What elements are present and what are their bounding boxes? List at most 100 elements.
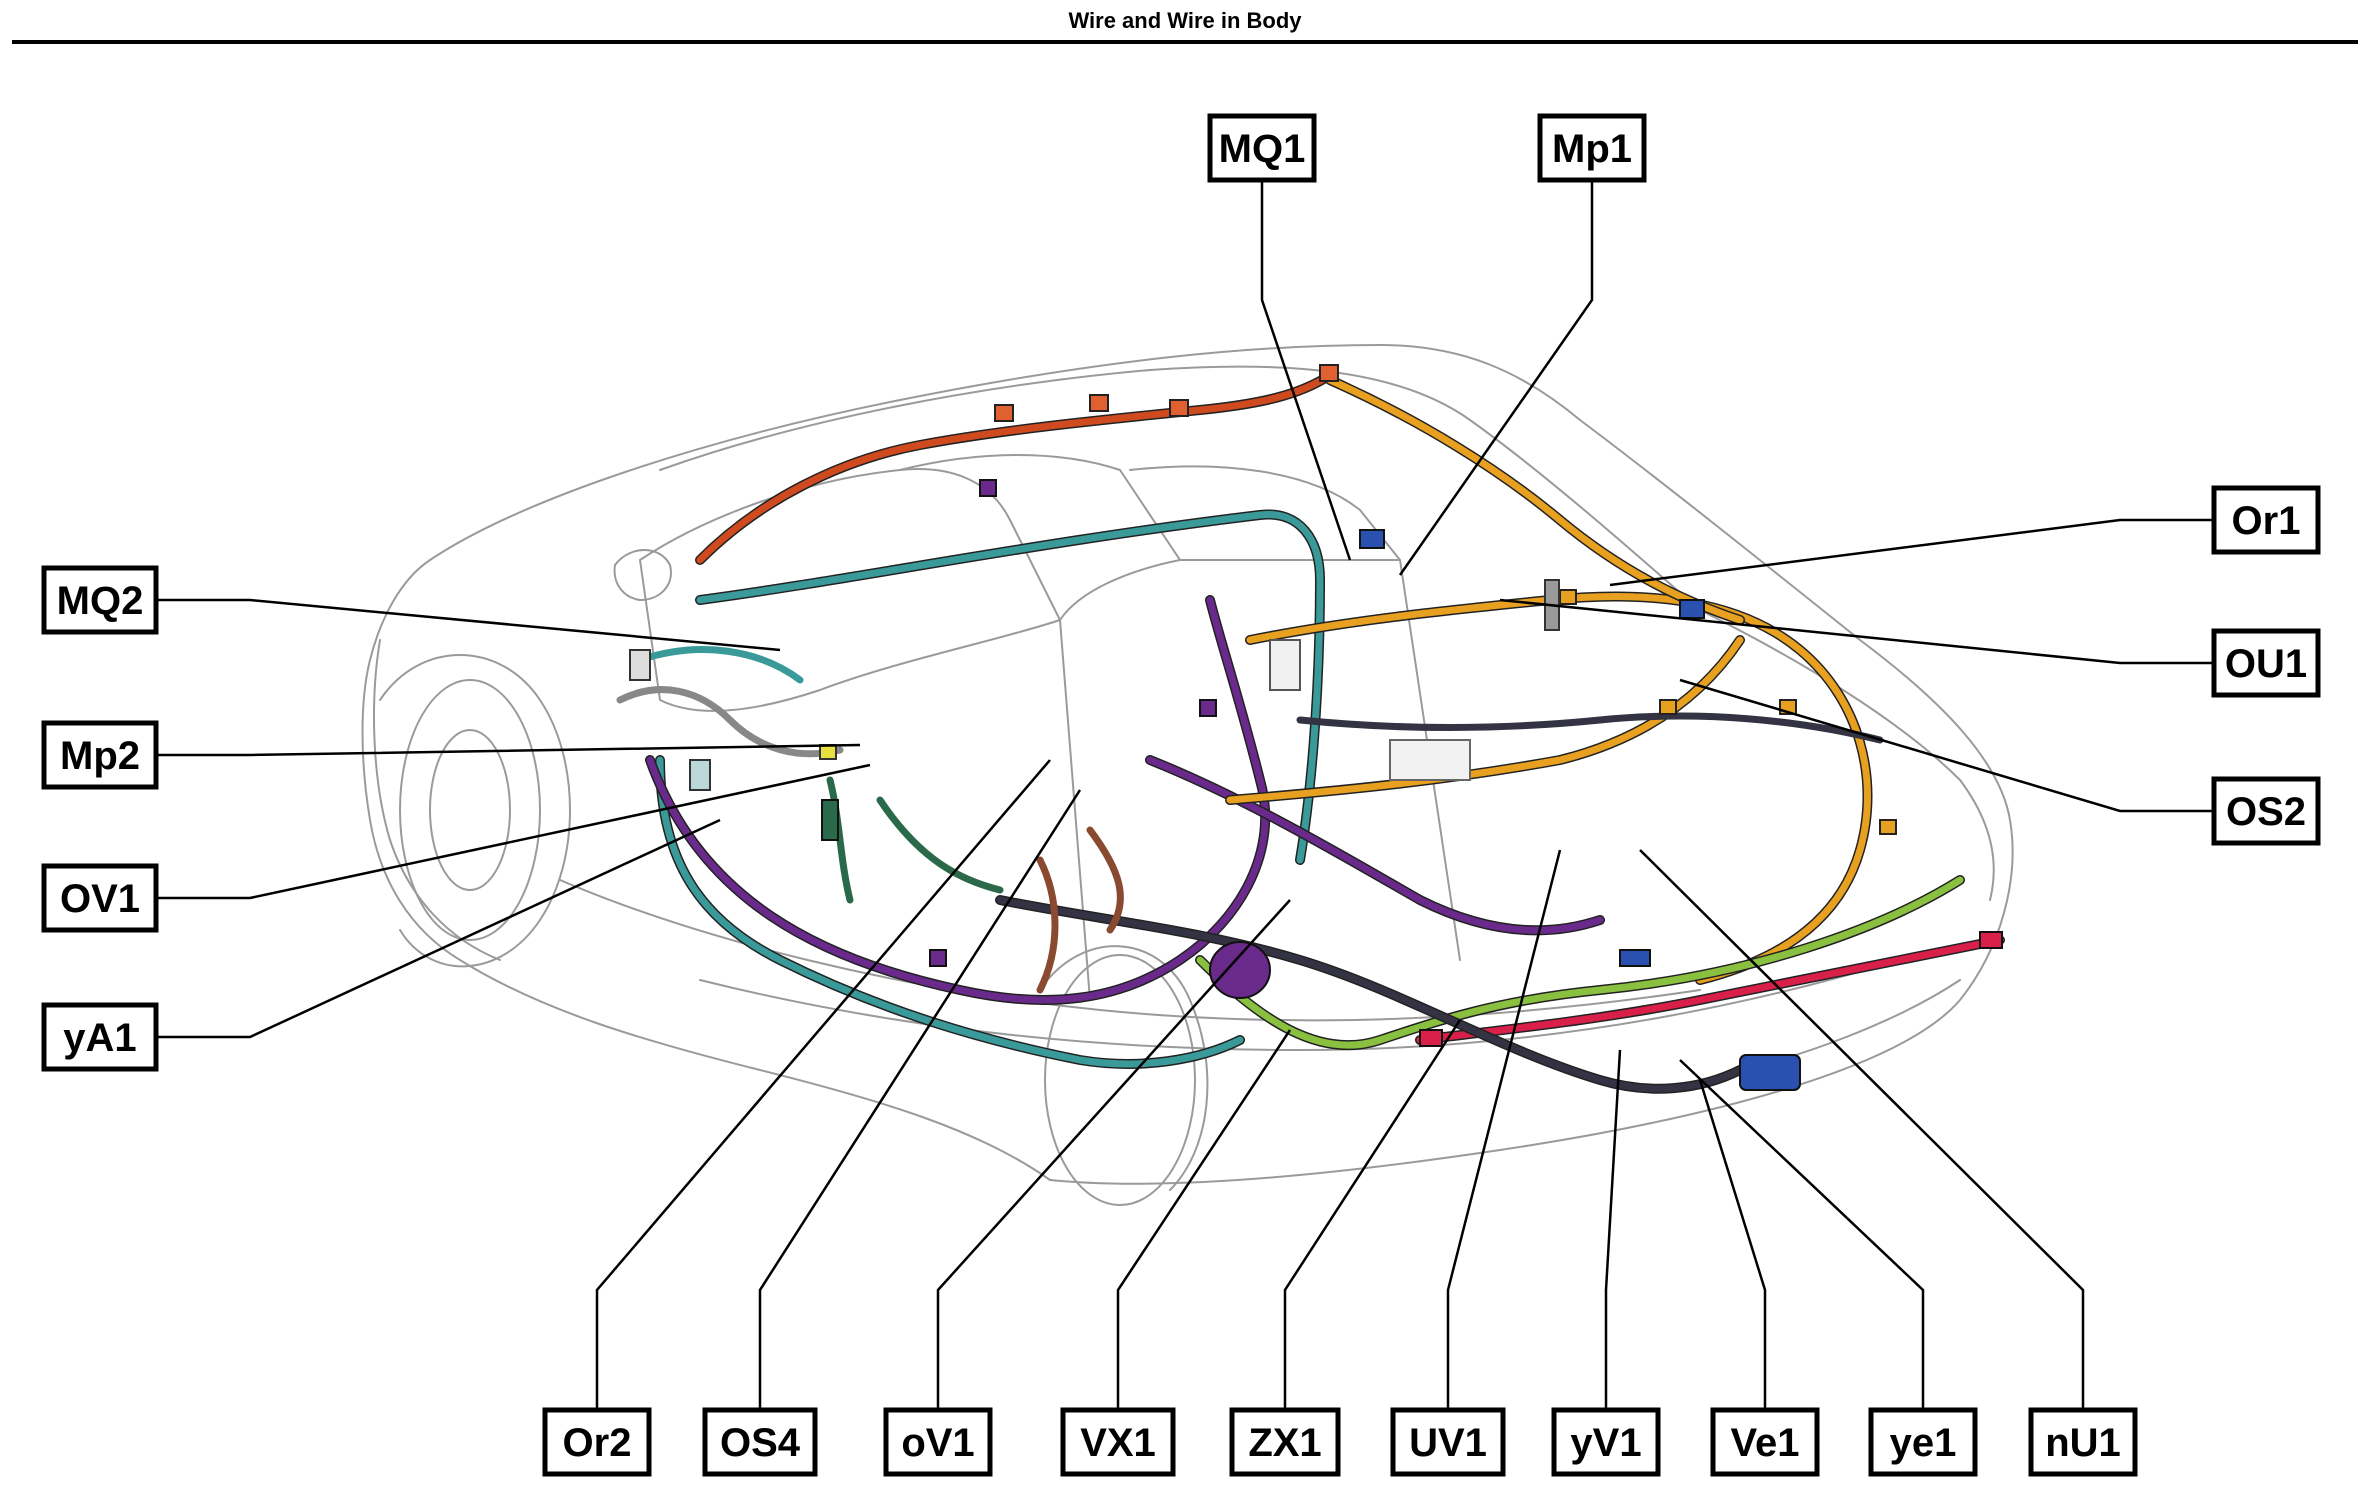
callout-label-Mp2: Mp2 (60, 734, 140, 778)
red-harness (1416, 936, 2004, 1044)
callout-yA1[interactable]: yA1 (41, 1002, 159, 1072)
front-wheel (399, 679, 541, 941)
callout-ye1[interactable]: ye1 (1868, 1407, 1978, 1477)
roof-connector-4 (1319, 364, 1339, 382)
leader-ye1 (1679, 1059, 1925, 1410)
trunk-outline (1699, 609, 1995, 901)
side-window-rear (1129, 465, 1401, 562)
callout-box-OS4 (702, 1407, 818, 1477)
car-front-outline (361, 559, 1051, 1181)
blue-connector-2 (1679, 599, 1705, 619)
callout-box-oV1 (883, 1407, 993, 1477)
callout-label-yA1: yA1 (63, 1016, 136, 1060)
red-connector-1 (1419, 1029, 1443, 1047)
page-title: Wire and Wire in Body (1068, 8, 1302, 33)
leader-yA1 (156, 818, 721, 1039)
callout-Or2[interactable]: Or2 (542, 1407, 652, 1477)
brown-harness (1036, 826, 1124, 994)
callout-Mp2[interactable]: Mp2 (41, 720, 159, 790)
dark-harness (996, 896, 1744, 1093)
callout-box-yA1 (41, 1002, 159, 1072)
callout-box-ye1 (1868, 1407, 1978, 1477)
callout-box-Mp2 (41, 720, 159, 790)
callout-box-MQ2 (41, 565, 159, 635)
callout-label-VX1: VX1 (1080, 1421, 1156, 1465)
callout-label-MQ2: MQ2 (57, 579, 144, 623)
leader-OS4 (758, 789, 1082, 1410)
callout-label-Or1: Or1 (2232, 499, 2301, 543)
callout-label-ZX1: ZX1 (1248, 1421, 1321, 1465)
callout-box-OV1 (41, 863, 159, 933)
callout-box-UV1 (1390, 1407, 1506, 1477)
callout-box-Ve1 (1710, 1407, 1820, 1477)
callout-box-ZX1 (1229, 1407, 1341, 1477)
orange-roof-harness (1326, 376, 1744, 624)
callout-MQ2[interactable]: MQ2 (41, 565, 159, 635)
callout-box-Or2 (542, 1407, 652, 1477)
car-roof-line (429, 344, 2014, 1185)
callout-Or1[interactable]: Or1 (2211, 485, 2321, 555)
leader-oV1 (936, 899, 1291, 1410)
roof-harness (696, 371, 1334, 564)
leader-Mp1 (1398, 180, 1594, 576)
leader-OV1 (156, 763, 871, 900)
callout-yV1[interactable]: yV1 (1551, 1407, 1661, 1477)
leader-MQ1 (1260, 180, 1352, 561)
callout-OV1[interactable]: OV1 (41, 863, 159, 933)
purple-connector-3 (929, 949, 947, 967)
callout-label-Or2: Or2 (563, 1421, 632, 1465)
floor-line (559, 879, 1701, 1022)
leader-ZX1 (1283, 1019, 1462, 1410)
callout-OS4[interactable]: OS4 (702, 1407, 818, 1477)
callout-label-Ve1: Ve1 (1731, 1421, 1800, 1465)
callout-VX1[interactable]: VX1 (1060, 1407, 1176, 1477)
front-connector-1 (629, 649, 651, 681)
teal-floor-harness (656, 756, 1244, 1068)
callout-ZX1[interactable]: ZX1 (1229, 1407, 1341, 1477)
front-wheel-hub (429, 729, 511, 891)
callout-OU1[interactable]: OU1 (2211, 628, 2321, 698)
purple-connector-2 (1199, 699, 1217, 717)
callout-oV1[interactable]: oV1 (883, 1407, 993, 1477)
callout-MQ1[interactable]: MQ1 (1207, 113, 1317, 183)
orange-rear-harness (1246, 593, 1871, 984)
front-bay-teal-harness (636, 646, 804, 684)
rear-connector-4 (1879, 819, 1897, 835)
blue-module (1739, 1054, 1801, 1091)
roof-connector-1 (994, 404, 1014, 422)
callout-label-OS4: OS4 (720, 1421, 801, 1465)
teal-cross-harness (696, 510, 1324, 864)
callout-box-MQ1 (1207, 113, 1317, 183)
callout-OS2[interactable]: OS2 (2211, 776, 2321, 846)
leader-nU1 (1639, 849, 2085, 1410)
leader-MQ2 (156, 598, 781, 652)
roof-connector-3 (1169, 399, 1189, 417)
callout-Mp1[interactable]: Mp1 (1537, 113, 1647, 183)
purple-main-harness (646, 596, 1269, 1004)
front-connector-3 (819, 744, 837, 760)
leader-VX1 (1116, 1029, 1292, 1410)
rear-connector-2 (1659, 699, 1677, 715)
callout-label-oV1: oV1 (901, 1421, 974, 1465)
callout-label-OS2: OS2 (2226, 790, 2306, 834)
front-connector-2 (689, 759, 711, 791)
callout-label-nU1: nU1 (2045, 1421, 2121, 1465)
teal-floor-outline (655, 755, 1245, 1069)
purple-grommet (1209, 941, 1271, 999)
red-connector-2 (1979, 931, 2003, 949)
rear-wheel-arch (1039, 945, 1209, 1191)
callout-box-OU1 (2211, 628, 2321, 698)
callout-Ve1[interactable]: Ve1 (1710, 1407, 1820, 1477)
orange-mid-harness (1226, 636, 1744, 804)
callout-UV1[interactable]: UV1 (1390, 1407, 1506, 1477)
leader-lines (156, 180, 2214, 1410)
leader-yV1 (1604, 1049, 1622, 1410)
callout-label-MQ1: MQ1 (1219, 127, 1306, 171)
side-mirror (613, 549, 672, 601)
leader-Ve1 (1698, 1079, 1767, 1410)
callout-nU1[interactable]: nU1 (2028, 1407, 2138, 1477)
windshield-outline (639, 468, 1061, 712)
ecu-module (1389, 739, 1471, 781)
callout-label-OV1: OV1 (60, 877, 140, 921)
